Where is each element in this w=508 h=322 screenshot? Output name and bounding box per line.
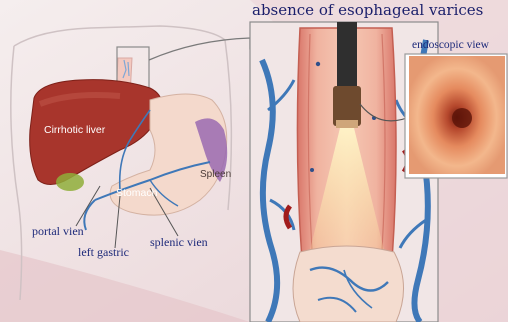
diagram-title: absence of esophageal varices <box>252 3 483 18</box>
left-gastric-label: left gastric <box>78 246 129 258</box>
endoscopic-view-label: endoscopic view <box>412 40 489 52</box>
spleen-label: Spleen <box>200 170 231 180</box>
splenic-vein-label: splenic vien <box>150 236 208 248</box>
portal-vein-label: portal vien <box>32 225 84 237</box>
liver-label: Cirrhotic liver <box>44 125 105 136</box>
stomach-label: Stomach <box>116 188 157 199</box>
